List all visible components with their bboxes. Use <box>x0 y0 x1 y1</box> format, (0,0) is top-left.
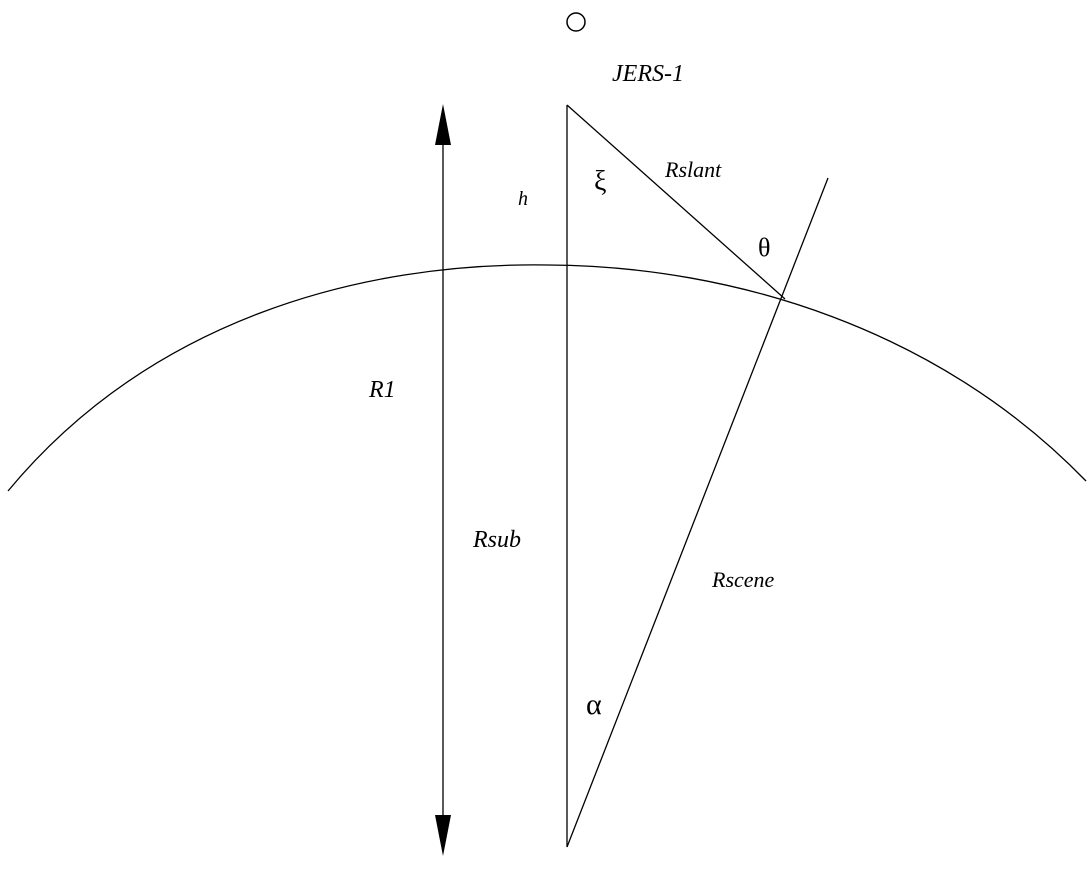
satellite-icon <box>566 12 586 32</box>
height-label: h <box>518 188 528 210</box>
scene-radius-line <box>566 177 829 848</box>
angle-theta-label: θ <box>758 233 770 262</box>
radius-scene-label: Rscene <box>711 567 775 592</box>
radius-r1-arrowhead-top <box>435 104 451 145</box>
radius-sub-label: Rsub <box>472 527 521 553</box>
earth-surface-arc <box>7 264 1087 492</box>
angle-xi-label: ξ <box>594 166 606 197</box>
radius-r1-label: R1 <box>368 377 396 403</box>
slant-range-line <box>566 104 786 300</box>
satellite-label: JERS-1 <box>612 61 684 87</box>
slant-range-label: Rslant <box>664 157 722 182</box>
radius-r1-arrowhead-bottom <box>435 815 451 856</box>
angle-alpha-label: α <box>586 688 602 721</box>
